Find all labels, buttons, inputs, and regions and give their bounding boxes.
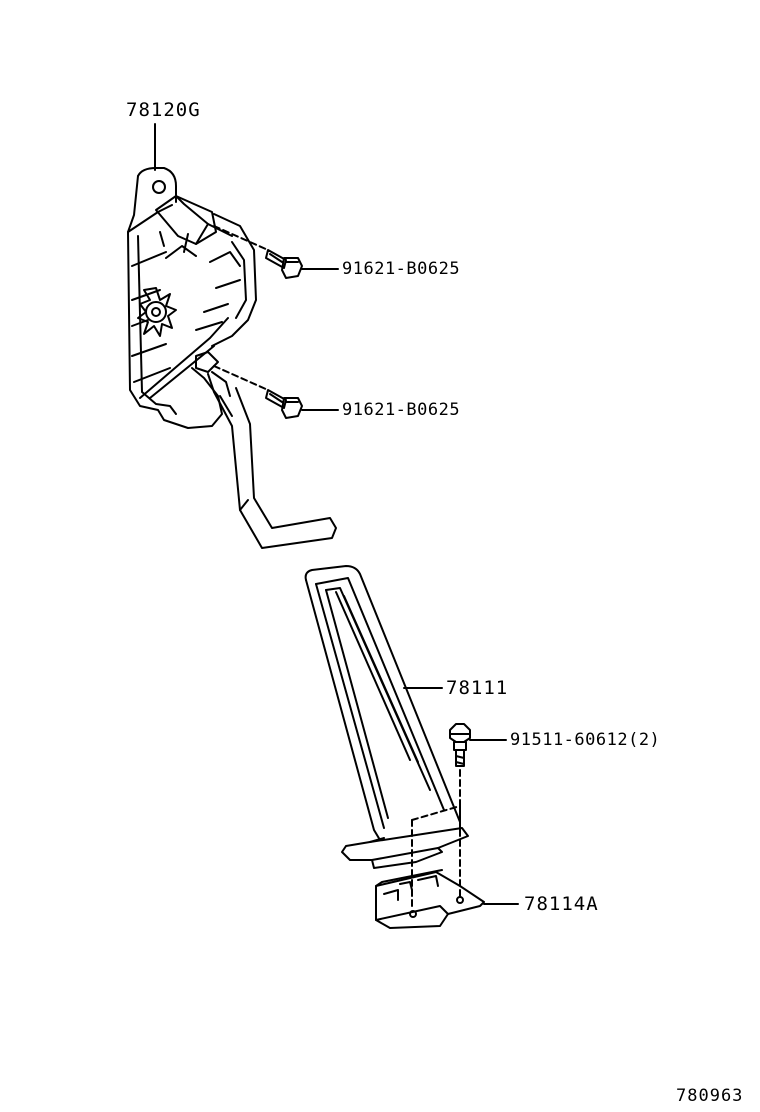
label-pedal-bolt: 91511-60612(2) [510,730,661,750]
label-pedal-arm: 78111 [446,677,509,699]
pedal-bolt [449,723,507,901]
figure-number: 780963 [676,1086,744,1106]
label-bracket: 78114A [524,893,599,915]
upper-bolt [213,225,339,279]
bracket [375,869,519,929]
lower-bolt [213,365,339,419]
pedal-pad [304,565,469,911]
label-lower-bolt: 91621-B0625 [342,400,461,420]
label-pedal-sensor: 78120G [126,99,201,121]
label-upper-bolt: 91621-B0625 [342,259,461,279]
pedal-sensor-assembly [127,123,337,549]
